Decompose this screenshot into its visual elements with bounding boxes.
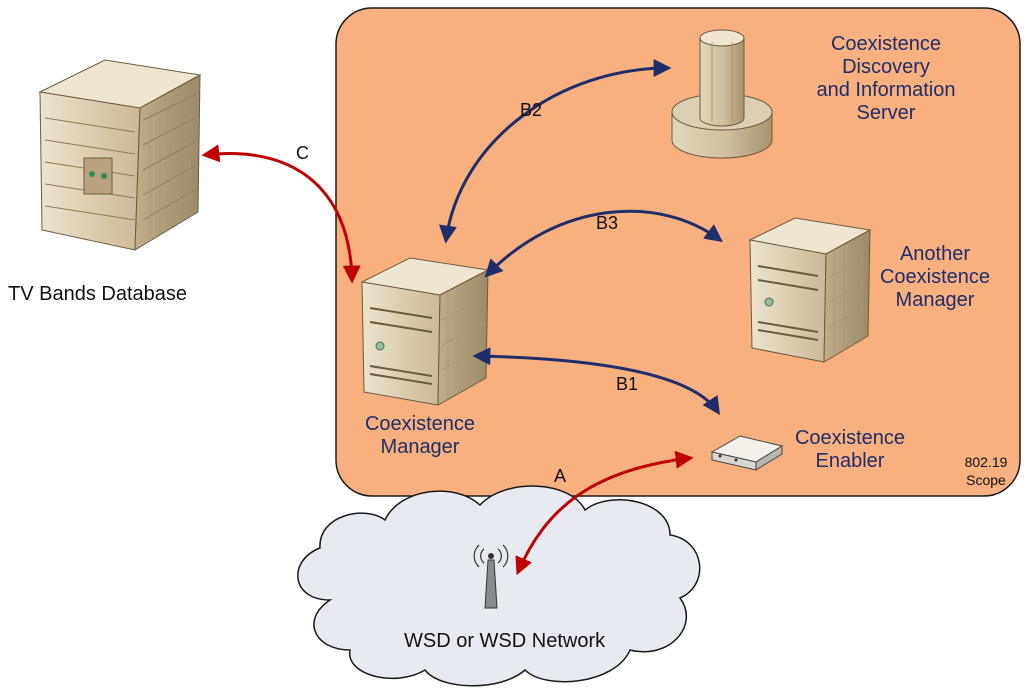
link-b2-arrow bbox=[439, 59, 672, 244]
another-manager-label: Another Coexistence Manager bbox=[870, 243, 1000, 312]
link-b3-label: B3 bbox=[596, 213, 619, 233]
scope-label-line: Scope bbox=[966, 471, 1006, 488]
discovery-server-label-line: Discovery bbox=[842, 56, 930, 78]
link-c-label: C bbox=[296, 143, 309, 163]
tv-bands-database-label: TV Bands Database bbox=[8, 283, 187, 305]
discovery-server-label-line: Server bbox=[856, 102, 916, 124]
another-manager-label-line: Coexistence bbox=[879, 266, 991, 288]
antenna-icon bbox=[473, 544, 509, 609]
coexistence-enabler-label-line: Enabler bbox=[815, 450, 885, 472]
coexistence-manager-label: Coexistence Manager bbox=[352, 413, 488, 459]
scope-label: 802.19 Scope bbox=[956, 454, 1016, 489]
link-b1-arrow bbox=[472, 347, 721, 415]
another-manager-label-line: Manager bbox=[895, 289, 975, 311]
discovery-server-label-line: Coexistence bbox=[830, 33, 942, 55]
link-c-arrow bbox=[201, 144, 361, 284]
another-manager-label-line: Another bbox=[899, 243, 971, 265]
link-a-label: A bbox=[554, 466, 567, 486]
coexistence-manager-label-line: Coexistence bbox=[364, 413, 476, 435]
server-icon bbox=[360, 257, 490, 406]
server-icon bbox=[38, 59, 202, 251]
link-a-arrow bbox=[515, 450, 694, 576]
link-b1-label: B1 bbox=[616, 374, 639, 394]
cloud-icon bbox=[297, 485, 701, 687]
tower-server-icon bbox=[671, 29, 773, 159]
link-b2-label: B2 bbox=[520, 100, 543, 120]
coexistence-enabler-label-line: Coexistence bbox=[794, 427, 906, 449]
wsd-network-label: WSD or WSD Network bbox=[404, 630, 606, 652]
scope-label-line: 802.19 bbox=[964, 454, 1008, 470]
coexistence-manager-label-line: Manager bbox=[380, 436, 460, 458]
coexistence-enabler-label: Coexistence Enabler bbox=[782, 427, 918, 473]
link-b3-arrow bbox=[484, 209, 723, 278]
server-icon bbox=[748, 217, 872, 363]
router-icon bbox=[710, 435, 784, 471]
discovery-server-label: Coexistence Discovery and Information Se… bbox=[778, 33, 994, 125]
discovery-server-label-line: and Information bbox=[816, 79, 956, 101]
